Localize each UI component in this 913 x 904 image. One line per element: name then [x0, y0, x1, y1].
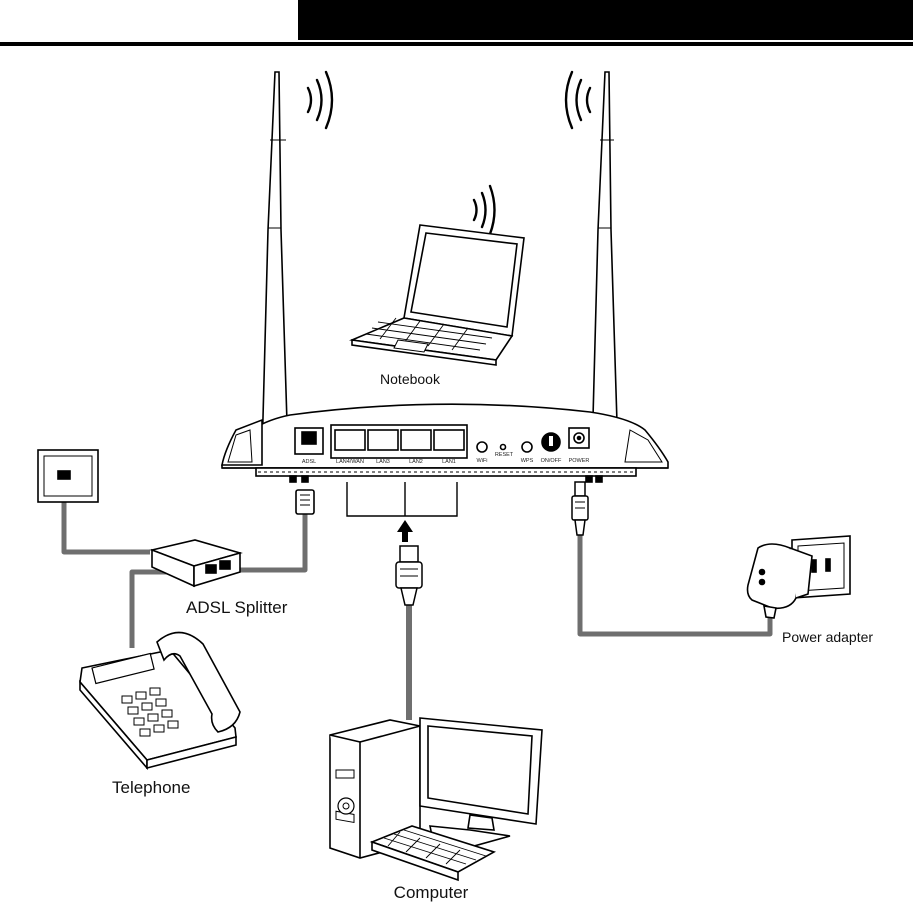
computer-label: Computer: [394, 883, 469, 902]
lan1-port: [434, 430, 464, 450]
lan3-port: [368, 430, 398, 450]
lan4-port: [335, 430, 365, 450]
lan2-port: [401, 430, 431, 450]
wall-phone-socket: [38, 450, 98, 502]
header-bar: [298, 0, 913, 40]
wifi-waves: [308, 72, 590, 234]
phone-jack: [58, 471, 70, 479]
adsl-plug: [296, 490, 314, 514]
left-antenna-signal-icon: [308, 72, 332, 128]
lan3-port-label: LAN3: [376, 459, 390, 465]
dc-plug: [572, 482, 588, 535]
wps-button-label: WPS: [521, 458, 534, 464]
adsl-splitter-label: ADSL Splitter: [186, 598, 288, 617]
reset-button-label: RESET: [495, 452, 514, 458]
right-antenna-signal-icon: [566, 72, 590, 128]
reset-button: [501, 445, 506, 450]
notebook-signal-icon: [474, 186, 495, 234]
right-antenna: [592, 72, 618, 455]
header: [0, 0, 913, 46]
ethernet-plug: [396, 546, 422, 605]
notebook: [352, 225, 524, 365]
wifi-button-label: WiFi: [477, 458, 488, 464]
wifi-button: [477, 442, 487, 452]
telephone-label: Telephone: [112, 778, 190, 797]
left-antenna: [262, 72, 288, 455]
computer: [330, 718, 542, 880]
adsl-port-label: ADSL: [302, 459, 316, 465]
adsl-splitter: [152, 540, 240, 586]
lan-bracket: [347, 482, 457, 516]
lan4-port-label: LAN4/WAN: [336, 459, 364, 465]
splitter-port-1: [206, 565, 216, 573]
power-adapter-label: Power adapter: [782, 629, 873, 645]
onoff-button-label: ON/OFF: [541, 458, 562, 464]
lan1-port-label: LAN1: [442, 459, 456, 465]
telephone: [80, 632, 240, 768]
power-adapter-cable: [580, 535, 770, 634]
splitter-to-router-cable: [236, 512, 305, 570]
header-rule: [0, 42, 913, 46]
wps-button: [522, 442, 532, 452]
computer-monitor: [420, 718, 542, 846]
power-adapter: [748, 544, 813, 618]
power-port-label: POWER: [569, 458, 590, 464]
splitter-port-2: [220, 561, 230, 569]
notebook-label: Notebook: [380, 371, 441, 387]
lan2-port-label: LAN2: [409, 459, 423, 465]
up-arrow-icon: [397, 520, 413, 542]
